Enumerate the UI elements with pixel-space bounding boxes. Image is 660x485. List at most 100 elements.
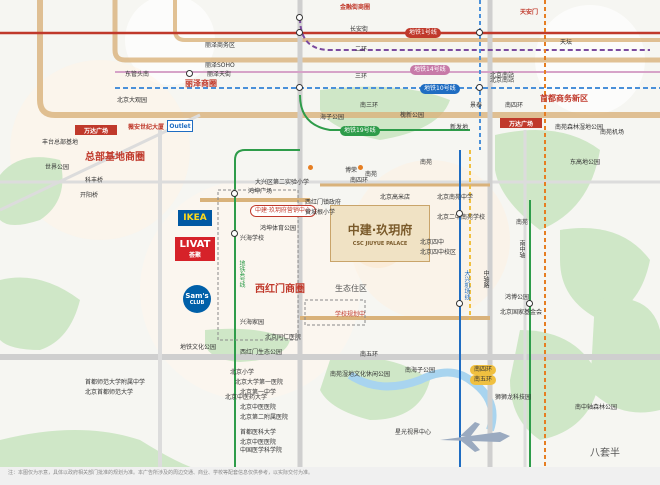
poi-label: 南苑机场 [600, 129, 625, 136]
station-marker [231, 190, 238, 197]
changan-label: 长安街 [350, 26, 369, 33]
sams-name: Sam's [185, 292, 209, 300]
yingta-label: 薇安世纪大厦 [128, 124, 165, 131]
poi-label: 丰台总部基地 [42, 139, 79, 146]
poi-label: 北京中医医院 [240, 439, 277, 446]
watermark: 八套半 [590, 448, 620, 459]
kaiyang-area: 开阳桥 [80, 192, 99, 199]
station-marker [296, 29, 303, 36]
poi-label: 大兴区第二实验小学 [255, 179, 310, 186]
footer-note: 注：本图仅为示意，具体以政府相关部门批准的规划为准。本广告所涉及的周边交通、商业… [0, 467, 660, 485]
poi-label: 北京高米店 [380, 194, 411, 201]
poi-label: 首都师范大学附属中学 [85, 379, 146, 386]
nansanhuan-label: 南三环 [360, 102, 379, 109]
lize-area: 丽泽商圈 [185, 79, 217, 88]
station-marker [296, 84, 303, 91]
poi-label: 北京四中校区 [420, 249, 457, 256]
station-marker [186, 70, 193, 77]
poi-label: 丽泽商务区 [205, 42, 236, 49]
outlet-logo: Outlet [167, 120, 193, 132]
poi-label: 北京大观园 [117, 97, 148, 104]
poi-label: 北京南苑中学 [437, 194, 474, 201]
line10-badge: 地铁10号线 [420, 84, 460, 94]
poi-label: 中国医学科学院 [240, 447, 283, 454]
nansihuan-label: 南四环 [350, 177, 369, 184]
sams-sub: CLUB [189, 300, 205, 306]
station-marker [231, 230, 238, 237]
tiantan-label: 天坛 [560, 39, 573, 46]
poi-label: 世界公园 [45, 164, 70, 171]
poi-label: 景泰 [470, 102, 483, 109]
poi-label: 丽泽SOHO [205, 62, 235, 69]
nanzhong-label: 南中轴 [518, 240, 525, 258]
zongbu-area: 总部基地商圈 [85, 152, 145, 163]
jinrongjie-label: 金融街商圈 [340, 4, 371, 11]
poi-label: 南四环 [505, 102, 524, 109]
poi-label: 科丰桥 [85, 177, 104, 184]
station-marker [456, 300, 463, 307]
poi-label: 北京二中南苑学校 [437, 214, 486, 221]
sanhuan-label: 三环 [355, 73, 368, 80]
poi-label: 新发地 [450, 124, 469, 131]
poi-label: 北京国家基金会 [500, 309, 543, 316]
erhuan-label: 二环 [355, 46, 368, 53]
nanwuhuan-label: 南五环 [360, 351, 379, 358]
nanyuan-area: 南苑 [516, 219, 529, 226]
project-card: 中建·玖玥府 CSC JIUYUE PALACE [330, 205, 430, 262]
south-badge-2: 南五环 [470, 375, 497, 385]
ikea-logo: IKEA [178, 210, 212, 226]
station-marker [526, 300, 533, 307]
station-marker [476, 29, 483, 36]
poi-label: 南苑 [365, 171, 378, 178]
poi-label: 南海子公园 [405, 367, 436, 374]
poi-label: 槐新公园 [400, 112, 425, 119]
poi-label: 北京四中 [420, 239, 445, 246]
poi-label: 博荣 [345, 167, 358, 174]
nanyuan-area-2: 南苑 [420, 159, 433, 166]
poi-label: 北京同仁医院 [265, 334, 302, 341]
school-label: 学校规划中 [335, 311, 366, 318]
zhongzhou-label: 中轴路 [482, 270, 489, 288]
poi-label: 鸿坤广场 [248, 188, 273, 195]
poi-label: 北京南站 [490, 77, 515, 84]
station-marker [476, 84, 483, 91]
poi-label: 鸿坤体育公园 [260, 225, 297, 232]
shengtai-area: 生态住区 [335, 284, 367, 293]
tiananmen-label: 天安门 [520, 9, 539, 16]
poi-label: 黄城根小学 [305, 209, 336, 216]
poi-label: 北京中医医院 [240, 404, 277, 411]
poi-label: 鸿博公园 [505, 294, 530, 301]
livat-sub: 荟聚 [188, 252, 201, 259]
line14-badge: 地铁14号线 [410, 65, 450, 75]
poi-label: 北京第二附属医院 [240, 414, 289, 421]
poi-label: 南苑森林湿地公园 [555, 124, 604, 131]
poi-dot [358, 165, 363, 170]
poi-label: 兴海家园 [240, 319, 265, 326]
south-badge: 南四环 [470, 365, 497, 375]
poi-label: 地铁文化公园 [180, 344, 217, 351]
line19-badge: 地铁19号线 [340, 126, 380, 136]
poi-label: 北京小学 [230, 369, 255, 376]
sams-logo: Sam's CLUB [183, 285, 211, 313]
shoudu-area: 首都商务新区 [540, 94, 588, 103]
station-marker [296, 14, 303, 21]
poi-label: 南苑湿地文化休闲公园 [330, 371, 391, 378]
poi-label: 西红门生态公园 [240, 349, 283, 356]
project-center-badge: 中建·玖玥府营销中心 [250, 205, 316, 217]
project-name-en: CSC JIUYUE PALACE [352, 240, 408, 247]
poi-label: 狮狮龙科技园 [495, 394, 532, 401]
poi-label: 西红门镇政府 [305, 199, 342, 206]
poi-label: 北京首都师范大学 [85, 389, 134, 396]
beijingnan-area: 北京南站 [490, 72, 515, 79]
xihongmen-area: 西红门商圈 [255, 284, 305, 295]
wanda-logo-2: 万达广场 [500, 118, 542, 128]
poi-label: 星光视界中心 [395, 429, 432, 436]
livat-name: LIVAT [179, 239, 211, 250]
line1-badge: 地铁1号线 [405, 28, 441, 38]
poi-label: 东高地公园 [570, 159, 601, 166]
poi-label: 北京大学第一医院 [235, 379, 284, 386]
poi-label: 海子公园 [320, 114, 345, 121]
poi-label: 首都医科大学 [240, 429, 277, 436]
